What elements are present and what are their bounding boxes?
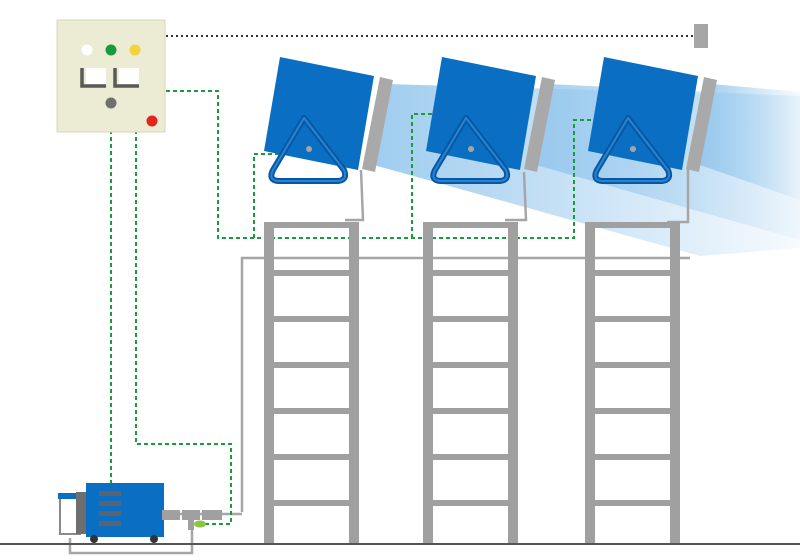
ladder-1 [264,222,359,544]
pump-unit-icon [58,483,222,543]
fluid-line-lamp-2 [505,171,528,222]
lamp-stand-highlight [270,117,347,182]
ladder-rail-right [508,222,518,544]
endpoint-marker-icon [694,24,708,48]
ladder-rail-left [264,222,274,544]
ladders [264,222,680,544]
signal-wire-valve [135,130,232,525]
lamp-pivot [468,146,474,152]
lamp-lens [524,77,555,172]
beam-3 [700,84,800,200]
indicator-green-icon [105,44,117,56]
uv-lamp-icon [426,57,555,184]
ladder-rung [585,362,680,368]
pump-housing [86,483,164,537]
pump-vent-3 [99,511,121,516]
ladder-top-rung [264,222,359,228]
signal-wire-lamps [166,90,604,239]
lamp-stand-highlight [432,117,509,182]
ladder-rung [423,316,518,322]
lamp-stand-highlight [594,117,671,182]
switch-right-icon[interactable] [113,68,139,88]
pump-wheel-left [90,535,98,543]
ladder-rung [264,270,359,276]
ladder-rung [423,362,518,368]
ladder-rung [264,454,359,460]
pump-motor-bracket [76,492,88,534]
ladder-rung [264,362,359,368]
pump-vent-2 [99,501,121,506]
lamp-pivot [306,146,312,152]
valve-body-2 [182,510,200,520]
ladder-rung [264,408,359,414]
signal-wires [110,90,604,525]
indicator-white-icon [81,44,93,56]
switch-left-face [86,68,106,84]
lamp-lens [362,77,393,172]
uv-lamps [264,57,717,184]
ladder-rung [423,408,518,414]
valve-stem [188,520,194,530]
ladder-rung [423,500,518,506]
pump-vent-4 [99,521,121,526]
fluid-line-main [240,256,690,512]
signal-wire-lamp-2 [411,113,438,238]
ladder-top-rung [585,222,680,228]
knob-gray-icon[interactable] [105,97,117,109]
lamp-lens [686,77,717,172]
ladder-2 [423,222,518,544]
fluid-line-pump-base [68,520,194,555]
valve-body-1 [162,510,180,520]
switch-right-face [119,68,139,84]
indicator-red-icon [146,115,158,127]
ladder-3 [585,222,680,544]
ladder-rung [585,500,680,506]
ladder-rung [585,316,680,322]
control-cabinet-icon [56,19,166,133]
sensor-lime-icon [194,520,206,528]
lamp-pivot [630,146,636,152]
ladder-rung [585,270,680,276]
valve-body-3 [202,510,222,520]
switch-left-icon[interactable] [80,68,106,88]
pump-vent-1 [99,491,121,496]
ladder-rung [264,500,359,506]
ladder-rail-left [423,222,433,544]
ladder-top-rung [423,222,518,228]
fluid-line-lamp-1 [345,169,365,222]
ladder-rung [264,316,359,322]
ladder-rung [585,454,680,460]
ladder-rail-right [670,222,680,544]
ladder-rail-left [585,222,595,544]
ladder-rung [423,270,518,276]
uv-lamp-icon [264,57,393,184]
control-box-body [56,19,166,133]
pump-wheel-right [150,535,158,543]
uv-lamp-icon [588,57,717,184]
indicator-yellow-icon [129,44,141,56]
ladder-rung [423,454,518,460]
signal-wire-lamp-1 [253,153,286,238]
ladder-rung [585,408,680,414]
pump-tank-cap [58,493,84,499]
ladder-rail-right [349,222,359,544]
